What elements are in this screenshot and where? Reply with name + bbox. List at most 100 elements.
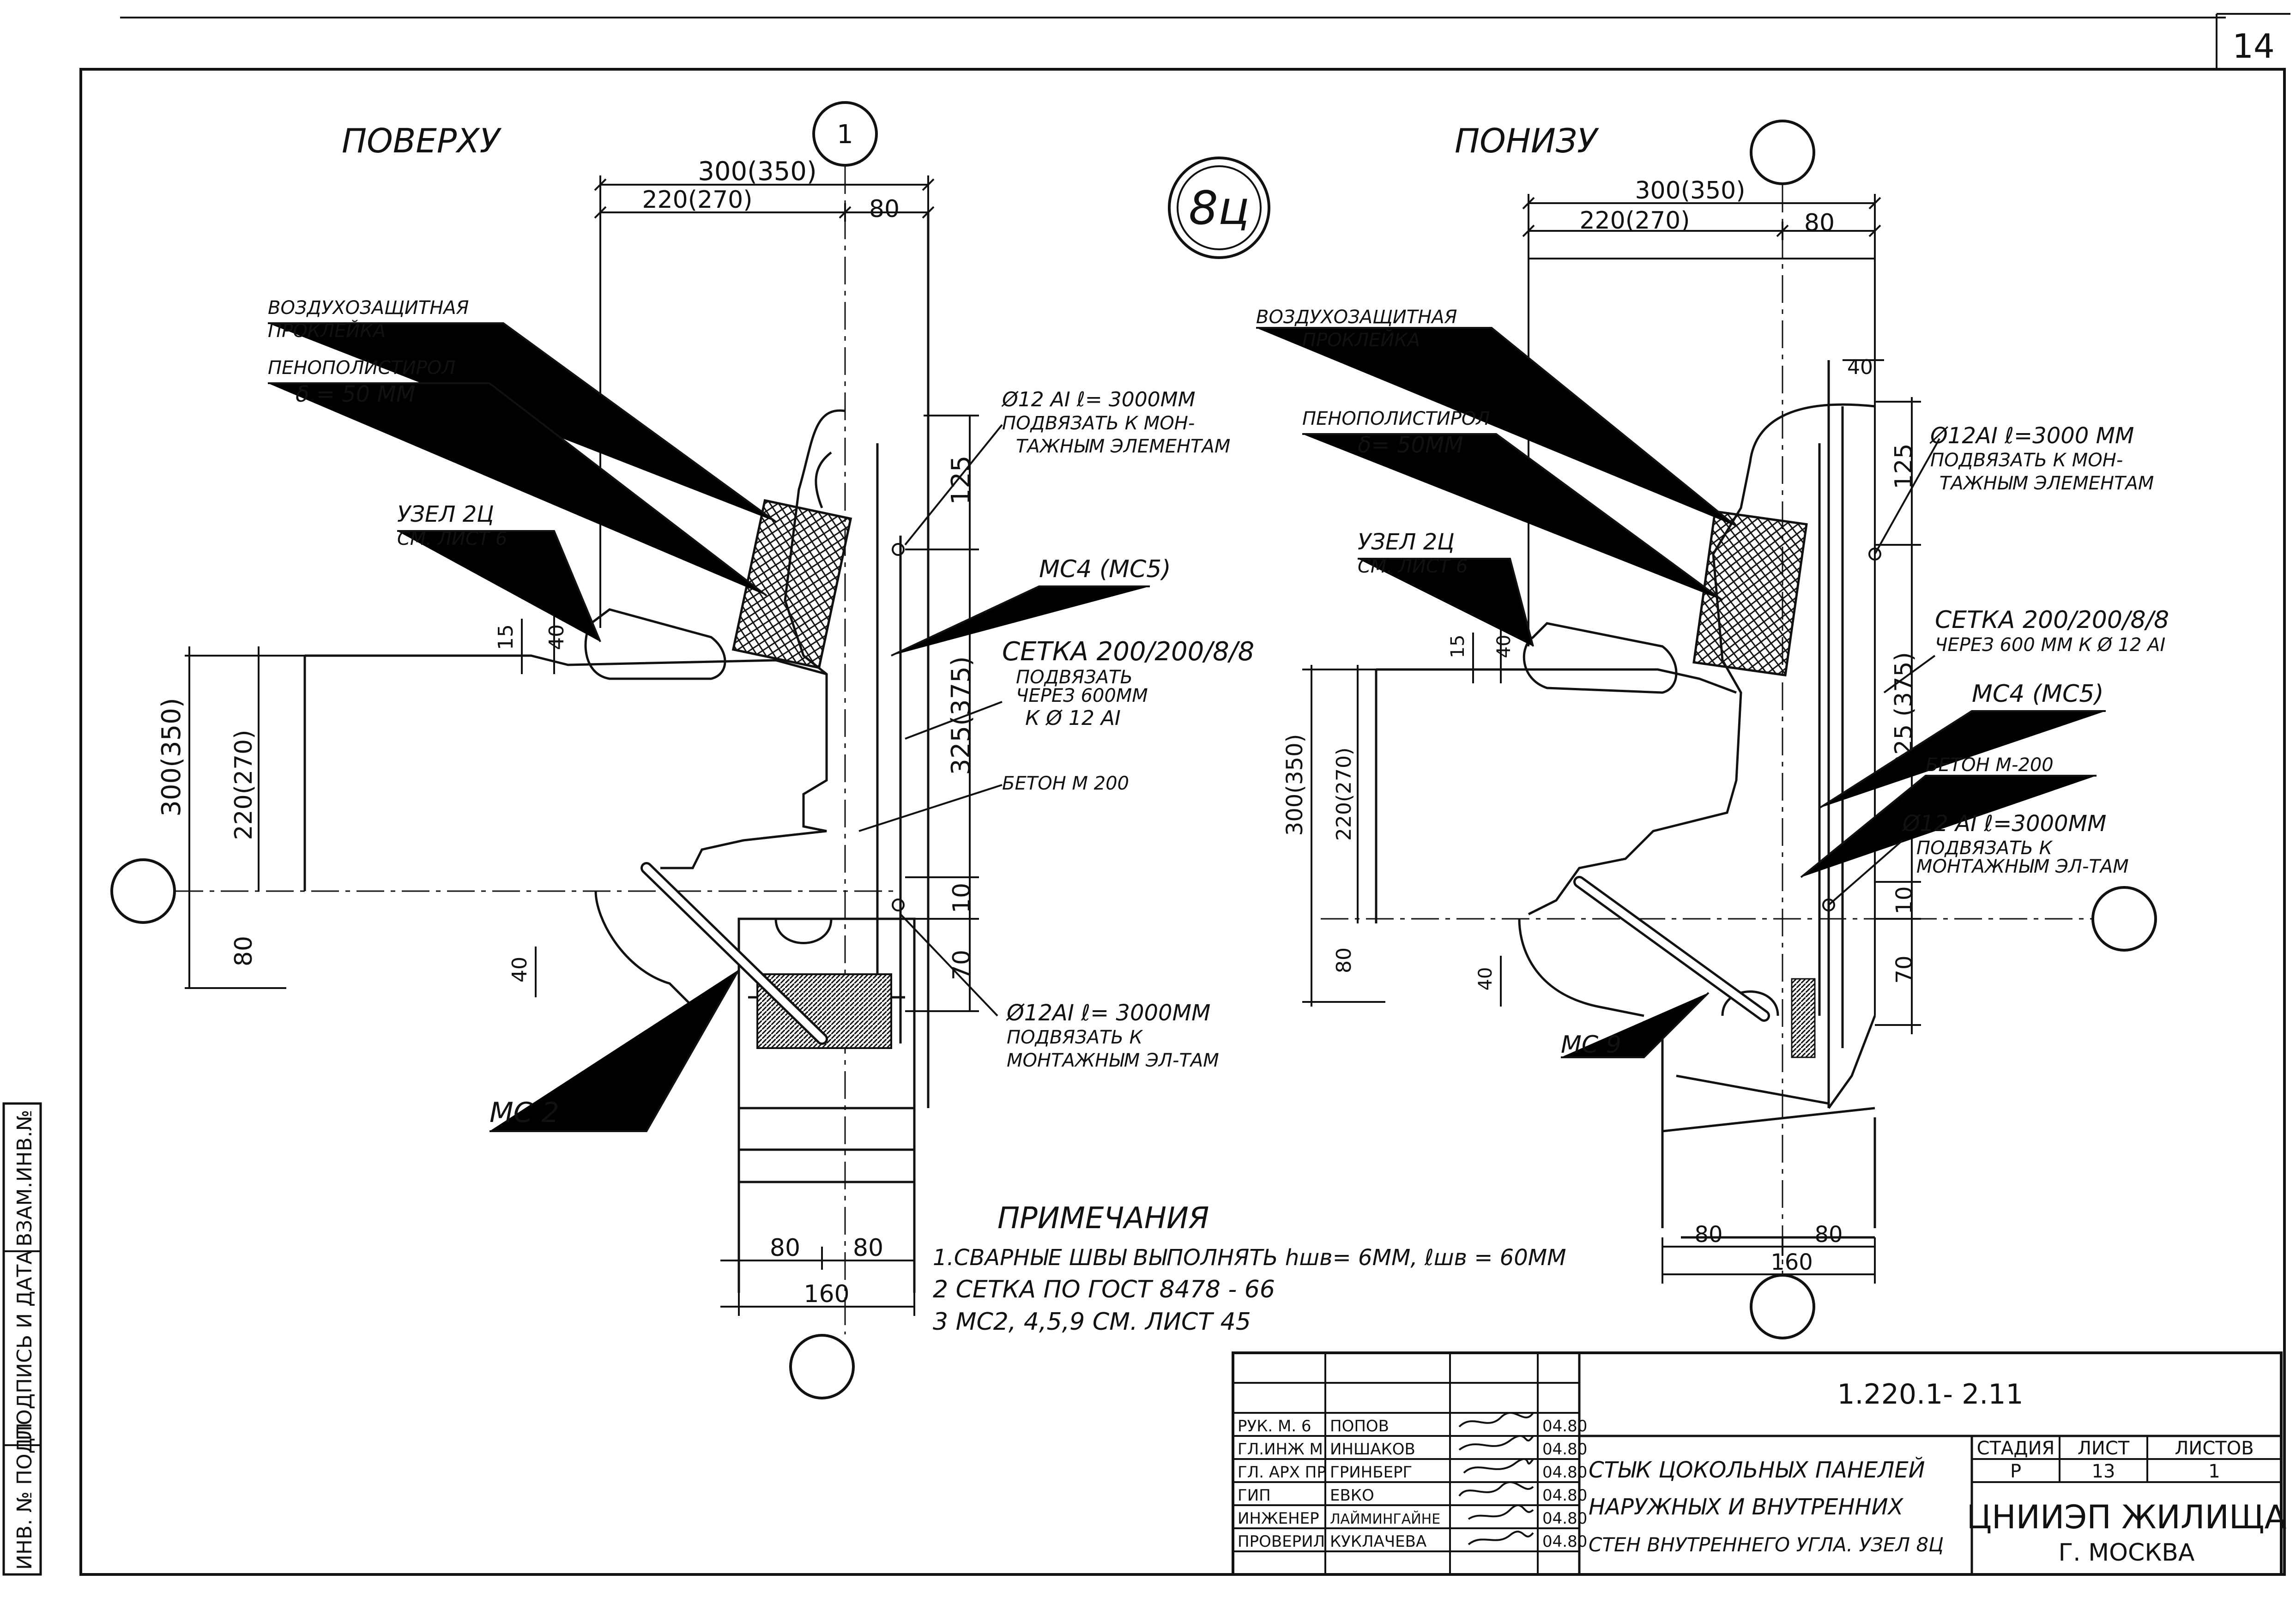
- label-foam-2: δ = 50 ММ: [296, 381, 415, 407]
- joint-plug-bottom: [1523, 622, 1678, 694]
- label-b-rebar-3: ТАЖНЫМ ЭЛЕМЕНТАМ: [1940, 473, 2154, 494]
- bottom-dimensions-b: [1662, 1237, 1876, 1284]
- sheets-header: ЛИСТОВ: [2175, 1438, 2254, 1459]
- dim-h70: 70: [948, 950, 976, 980]
- description-1: СТЫК ЦОКОЛЬНЫХ ПАНЕЛЕЙ: [1589, 1457, 1925, 1483]
- stamp-inv-no: ИНВ. № ПОДЛ: [13, 1423, 36, 1570]
- sheets-value: 1: [2208, 1461, 2220, 1482]
- tb-date-3: 04.80: [1542, 1486, 1587, 1505]
- tb-date-0: 04.80: [1542, 1417, 1587, 1435]
- dim-b-v15: 15: [1447, 635, 1468, 658]
- label-b-mesh-1: СЕТКА 200/200/8/8: [1935, 606, 2169, 634]
- axis-mark-top-label: 1: [837, 120, 853, 150]
- label-rebar-b3: МОНТАЖНЫМ ЭЛ-ТАМ: [1007, 1050, 1219, 1071]
- dim-left-80: 80: [230, 936, 258, 966]
- labels-top: ВОЗДУХОЗАЩИТНАЯ ПРОКЛЕЙКА ПЕНОПОЛИСТИРОЛ…: [268, 297, 1254, 1129]
- stage-value: Р: [2010, 1461, 2021, 1482]
- dim-b-left-total: 300(350): [1282, 734, 1308, 836]
- label-mc9: МС 9: [1561, 1031, 1621, 1059]
- note-3: 3 МС2, 4,5,9 СМ. ЛИСТ 45: [933, 1308, 1251, 1336]
- dim-b-bottom-80a: 80: [1694, 1222, 1722, 1248]
- label-air-seal-1: ВОЗДУХОЗАЩИТНАЯ: [268, 297, 469, 319]
- label-b-air-seal-1: ВОЗДУХОЗАЩИТНАЯ: [1256, 307, 1457, 328]
- concrete-pour-top: [756, 973, 892, 1049]
- sheet-value: 13: [2092, 1461, 2115, 1482]
- dim-h10: 10: [948, 883, 976, 913]
- label-mesh-4: К Ø 12 АI: [1025, 706, 1121, 730]
- tb-role-2: ГЛ. АРХ ПР: [1238, 1463, 1326, 1482]
- label-b-rebar-b3: МОНТАЖНЫМ ЭЛ-ТАМ: [1916, 856, 2129, 877]
- axis-mark-bottom-b: [1750, 1274, 1815, 1339]
- dim-left-inner: 220(270): [230, 730, 258, 840]
- tb-name-2: ГРИНБЕРГ: [1330, 1463, 1412, 1482]
- note-1: 1.СВАРНЫЕ ШВЫ ВЫПОЛНЯТЬ hшв= 6ММ, ℓшв = …: [933, 1245, 1566, 1271]
- view-top-title: ПОВЕРХУ: [342, 121, 501, 160]
- dim-b-h125: 125: [1890, 443, 1918, 489]
- sheet-header: ЛИСТ: [2078, 1438, 2130, 1459]
- sheet-frame: [79, 68, 2286, 1576]
- tb-name-4: ЛАЙМИНГАЙНЕ: [1330, 1511, 1440, 1527]
- dim-b-right: 80: [1804, 209, 1835, 237]
- top-dimensions-b: [1522, 194, 1881, 1016]
- view-bottom: ПОНИЗУ 300(350) 220(270) 80: [1256, 120, 2169, 1339]
- city: Г. МОСКВА: [2058, 1539, 2194, 1567]
- notes-title: ПРИМЕЧАНИЯ: [997, 1201, 1209, 1236]
- label-mesh-2: ПОДВЯЗАТЬ: [1016, 667, 1133, 688]
- dim-b-h40: 40: [1847, 356, 1873, 379]
- tb-date-1: 04.80: [1542, 1440, 1587, 1459]
- dim-v40: 40: [545, 624, 568, 650]
- doc-code: 1.220.1- 2.11: [1837, 1378, 2023, 1411]
- stage-header: СТАДИЯ: [1977, 1438, 2055, 1459]
- label-mesh-3: ЧЕРЕЗ 600ММ: [1016, 685, 1148, 706]
- label-rebar-1: Ø12 АI ℓ= 3000ММ: [1001, 388, 1196, 411]
- title-block-text: 1.220.1- 2.11 РУК. М. 6 ПОПОВ 04.80 ГЛ.И…: [1238, 1378, 2286, 1567]
- dim-v15: 15: [494, 624, 518, 650]
- leaders-b: [1256, 327, 2106, 1058]
- panel-outline-b: [1375, 360, 1876, 1239]
- label-rebar-b1: Ø12АI ℓ= 3000ММ: [1006, 1000, 1210, 1026]
- tb-role-0: РУК. М. 6: [1238, 1417, 1311, 1435]
- dim-h325: 325(375): [946, 656, 976, 775]
- label-b-foam-2: δ= 50ММ: [1358, 432, 1463, 458]
- label-rebar-2: ПОДВЯЗАТЬ К МОН-: [1002, 413, 1195, 434]
- label-b-mesh-2: ЧЕРЕЗ 600 ММ К Ø 12 АI: [1935, 634, 2165, 656]
- label-b-rebar-1: Ø12АI ℓ=3000 ММ: [1929, 423, 2134, 449]
- tb-name-5: КУКЛАЧЕВА: [1330, 1532, 1426, 1551]
- label-b-node-1: УЗЕЛ 2Ц: [1358, 529, 1455, 555]
- dim-b-overall: 300(350): [1635, 177, 1745, 205]
- tb-date-2: 04.80: [1542, 1463, 1587, 1482]
- label-node-1: УЗЕЛ 2Ц: [397, 501, 494, 527]
- tb-role-1: ГЛ.ИНЖ М.: [1238, 1440, 1328, 1459]
- dim-b-bottom-80b: 80: [1814, 1222, 1843, 1248]
- label-b-foam-1: ПЕНОПОЛИСТИРОЛ: [1302, 408, 1490, 429]
- label-b-node-2: СМ. ЛИСТ 6: [1358, 556, 1468, 577]
- stamp-signature-date: ПОДПИСЬ И ДАТА: [13, 1251, 36, 1441]
- label-mc-top: МС4 (МС5): [1039, 555, 1171, 583]
- stamp-replace-inv: ВЗАМ.ИНВ.№: [13, 1110, 36, 1247]
- joint-plug-top: [584, 608, 726, 680]
- notes: ПРИМЕЧАНИЯ 1.СВАРНЫЕ ШВЫ ВЫПОЛНЯТЬ hшв= …: [933, 1201, 1566, 1336]
- note-2: 2 СЕТКА ПО ГОСТ 8478 - 66: [933, 1276, 1275, 1303]
- axis-mark-right-b: [2091, 886, 2157, 952]
- axis-mark-bottom: [789, 1334, 855, 1399]
- axis-mark-top-b: [1750, 120, 1815, 185]
- dim-left-total: 300(350): [157, 698, 187, 816]
- axis-mark-left: [110, 858, 176, 924]
- tb-date-5: 04.80: [1542, 1532, 1587, 1551]
- dim-b-left-80: 80: [1332, 947, 1356, 973]
- page-number: 14: [2232, 27, 2275, 66]
- side-stamp: ИНВ. № ПОДЛ ПОДПИСЬ И ДАТА ВЗАМ.ИНВ.№: [2, 1102, 42, 1576]
- tb-date-4: 04.80: [1542, 1509, 1587, 1528]
- dim-b-left-inner: 220(270): [1332, 748, 1356, 841]
- label-b-rebar-b2: ПОДВЯЗАТЬ К: [1916, 838, 2053, 859]
- label-b-mc: МС4 (МС5): [1972, 680, 2104, 708]
- right-dimensions-b: [1843, 359, 1921, 1034]
- dim-bottom-80b: 80: [853, 1234, 883, 1262]
- signatures: [1458, 1412, 1534, 1545]
- description-3: СТЕН ВНУТРЕННЕГО УГЛА. УЗЕЛ 8Ц: [1589, 1533, 1944, 1556]
- view-bottom-title: ПОНИЗУ: [1455, 121, 1599, 160]
- node-badge: 8ц: [1168, 157, 1270, 259]
- dim-b-bottom-160: 160: [1770, 1249, 1813, 1275]
- left-dimensions-b: [1302, 619, 1502, 1007]
- dim-bottom-160: 160: [804, 1280, 849, 1308]
